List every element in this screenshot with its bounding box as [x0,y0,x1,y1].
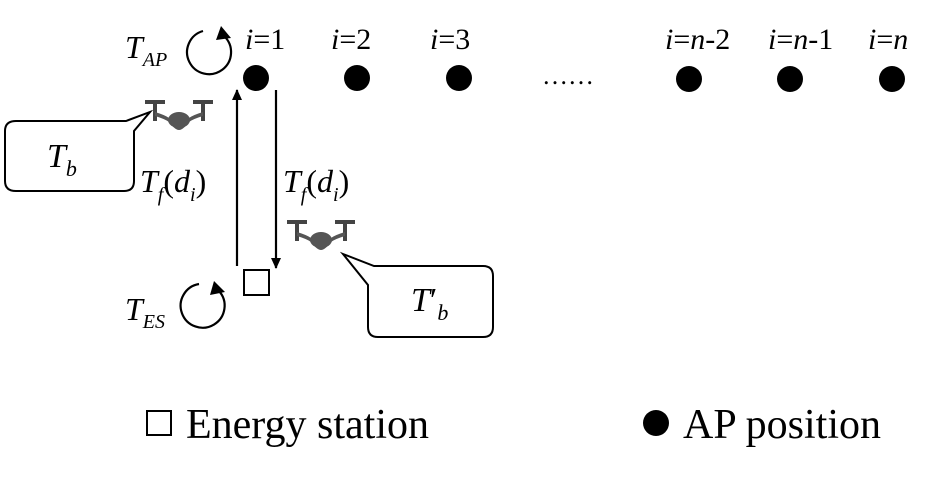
ap-position-dot-n-1 [777,66,803,92]
ap-position-dot-n-2 [676,66,702,92]
drone-icon [287,220,355,250]
ap-label-1: i=1 [245,23,285,56]
ap-label-n-1: i=n-1 [768,23,833,56]
legend-ap-position-icon [643,410,669,436]
t-b-prime-callout: T′b [339,251,494,338]
loop-arrow-icon [179,281,226,329]
t-b-callout: Tb [4,109,154,192]
ap-position-dot-1 [243,65,269,91]
ap-position-dot-n [879,66,905,92]
ap-label-2: i=2 [331,23,371,56]
drone-icon [145,100,213,130]
ap-label-3: i=3 [430,23,470,56]
tf-label-up: Tf(di) [140,163,206,206]
ap-label-n: i=n [868,23,908,56]
t-es-label: TES [125,291,165,333]
legend-ap-position-label: AP position [683,402,881,448]
ap-label-n-2: i=n-2 [665,23,730,56]
energy-station-icon [243,269,270,296]
ellipsis: …… [542,61,594,90]
legend-energy-station-label: Energy station [186,402,429,448]
t-b-prime-label: T′b [411,282,448,325]
t-ap-label: TAP [125,29,167,71]
t-b-label: Tb [47,138,77,181]
ap-position-dot-2 [344,65,370,91]
legend-energy-station-icon [146,410,172,436]
ap-position-dot-3 [446,65,472,91]
loop-arrow-icon [186,26,233,76]
tf-label-down: Tf(di) [283,163,349,206]
